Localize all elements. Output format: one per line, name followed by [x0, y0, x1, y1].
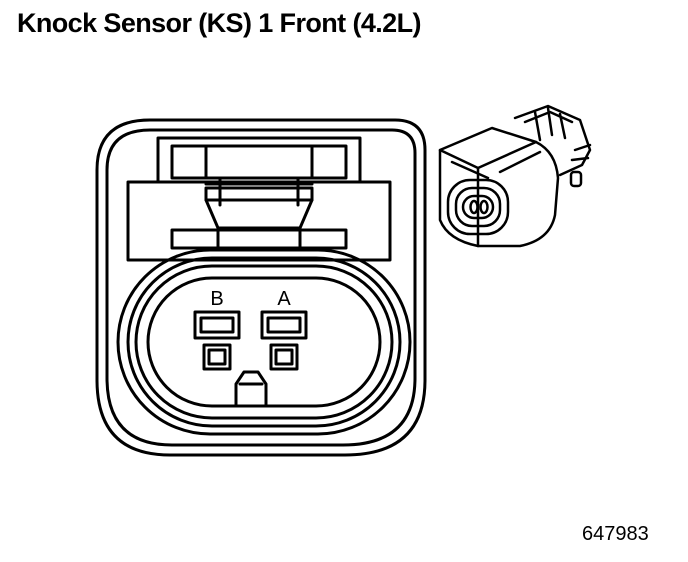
pin-hole-right [479, 199, 489, 215]
locking-latch [126, 136, 392, 262]
pin-hole-left [469, 199, 479, 215]
terminal-a [260, 310, 308, 371]
connector-main-body [438, 126, 560, 248]
connector-face [446, 178, 510, 236]
seal-ring-outer [116, 248, 412, 436]
pin-label-b: B [210, 288, 223, 310]
housing-outer-outline [95, 118, 427, 457]
housing-inner-outline [105, 128, 417, 447]
connector-3d-view [438, 104, 592, 248]
keying-tab [234, 370, 268, 408]
pin-cavity-oval [146, 276, 382, 408]
connector-rear-body [513, 104, 592, 177]
terminal-b [193, 310, 241, 371]
pin-label-a: A [277, 288, 291, 310]
seal-ring-middle [126, 256, 402, 428]
figure-number: 647983 [582, 523, 649, 545]
diagram-title: Knock Sensor (KS) 1 Front (4.2L) [17, 8, 421, 38]
seal-ring-inner [134, 264, 394, 420]
connector-face-view: B A [95, 118, 427, 457]
